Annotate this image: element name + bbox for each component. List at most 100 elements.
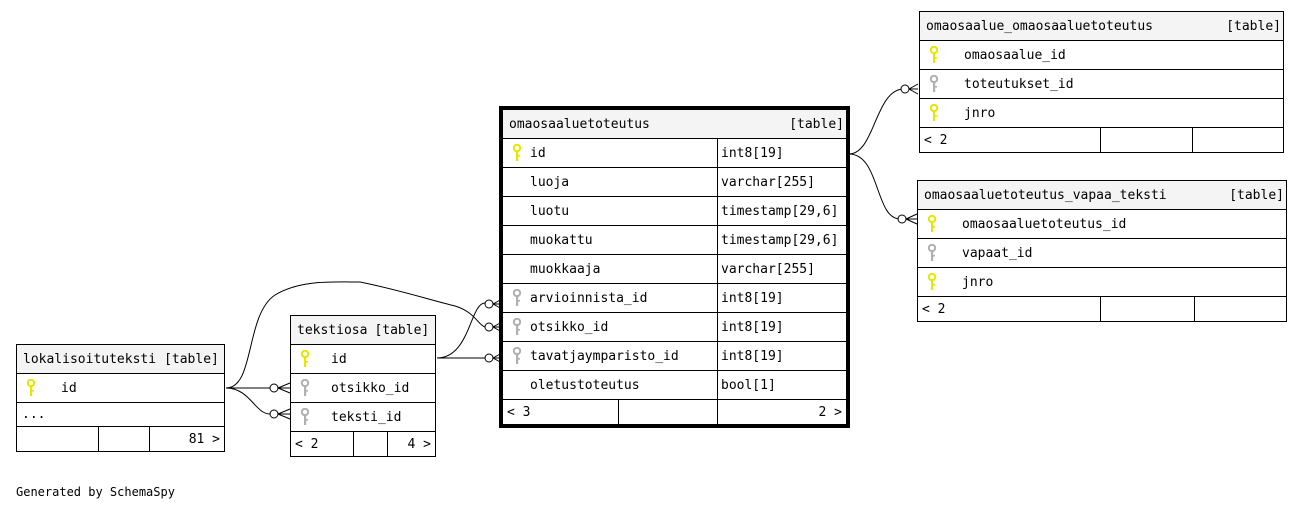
table-kind: [table] <box>789 116 844 132</box>
parents-link[interactable]: < 2 <box>924 132 948 148</box>
column-name: luoja <box>530 174 570 190</box>
foreign-key-icon <box>512 347 522 364</box>
column-row[interactable]: muokattu timestamp[29,6] <box>503 226 846 255</box>
column-row[interactable]: jnro <box>920 99 1283 128</box>
column-row[interactable]: omaosaaluetoteutus_id <box>918 210 1286 239</box>
column-name: tavatjaymparisto_id <box>530 348 679 364</box>
column-type: int8[19] <box>717 139 846 167</box>
column-name: muokattu <box>530 232 593 248</box>
edge-tavatjaymparisto <box>437 352 503 364</box>
column-name: arvioinnista_id <box>530 290 648 306</box>
column-type: varchar[255] <box>717 168 846 196</box>
foreign-key-icon <box>929 75 939 92</box>
column-row[interactable]: luoja varchar[255] <box>503 168 846 197</box>
table-lokalisoituteksti[interactable]: lokalisoituteksti [table] id ... 81 > <box>16 344 225 452</box>
column-name: jnro <box>962 274 994 290</box>
footer-middle <box>98 427 149 451</box>
table-name: tekstiosa <box>297 322 368 338</box>
table-footer: < 2 <box>920 128 1283 152</box>
table-header: omaosaalue_omaosaaluetoteutus [table] <box>920 12 1283 41</box>
table-kind: [table] <box>1226 18 1281 34</box>
column-row[interactable]: oletustoteutus bool[1] <box>503 371 846 400</box>
table-footer: < 2 4 > <box>291 432 435 456</box>
primary-key-icon <box>300 350 310 367</box>
children-link[interactable] <box>1192 128 1283 152</box>
children-link[interactable]: 81 > <box>149 427 224 451</box>
table-kind: [table] <box>164 351 219 367</box>
column-row[interactable]: id int8[19] <box>503 139 846 168</box>
table-kind: [table] <box>1229 187 1284 203</box>
generated-by-label: Generated by SchemaSpy <box>16 485 175 499</box>
foreign-key-icon <box>512 289 522 306</box>
more-columns-row: ... <box>17 403 224 427</box>
column-name: luotu <box>530 203 570 219</box>
parents-link[interactable]: < 3 <box>507 404 531 420</box>
footer-middle <box>618 400 717 424</box>
table-kind: [table] <box>374 322 430 338</box>
column-row[interactable]: arvioinnista_id int8[19] <box>503 284 846 313</box>
column-row[interactable]: otsikko_id int8[19] <box>503 313 846 342</box>
footer-middle <box>353 432 387 456</box>
column-row[interactable]: vapaat_id <box>918 239 1286 268</box>
table-omaosaalue-omaosaaluetoteutus[interactable]: omaosaalue_omaosaaluetoteutus [table] om… <box>919 11 1284 153</box>
column-row[interactable]: jnro <box>918 268 1286 297</box>
children-link[interactable]: 4 > <box>387 432 435 456</box>
primary-key-icon <box>929 104 939 121</box>
column-row[interactable]: omaosaalue_id <box>920 41 1283 70</box>
edge-toteutukset <box>848 83 919 155</box>
column-type: timestamp[29,6] <box>717 226 846 254</box>
edge-vapaa-teksti <box>848 153 918 225</box>
parents-link[interactable] <box>17 427 98 451</box>
parents-link[interactable]: < 2 <box>922 301 946 317</box>
more-columns-ellipsis: ... <box>22 407 46 422</box>
column-row[interactable]: muokkaaja varchar[255] <box>503 255 846 284</box>
column-type: varchar[255] <box>717 255 846 283</box>
edge-tekstiosa-teksti <box>225 387 291 420</box>
table-name: omaosaaluetoteutus <box>509 116 650 132</box>
edge-tekstiosa-otsikko <box>226 382 291 394</box>
table-header: tekstiosa [table] <box>291 316 435 345</box>
parents-link[interactable]: < 2 <box>295 436 319 452</box>
primary-key-icon <box>929 46 939 63</box>
column-name: id <box>530 145 546 161</box>
foreign-key-icon <box>300 408 310 425</box>
table-omaosaaluetoteutus-vapaa-teksti[interactable]: omaosaaluetoteutus_vapaa_teksti [table] … <box>917 180 1287 322</box>
table-name: lokalisoituteksti <box>23 351 157 367</box>
table-name: omaosaalue_omaosaaluetoteutus <box>926 18 1153 34</box>
column-name: teksti_id <box>331 409 402 425</box>
table-header: omaosaaluetoteutus_vapaa_teksti [table] <box>918 181 1286 210</box>
column-type: int8[19] <box>717 284 846 312</box>
column-row[interactable]: tavatjaymparisto_id int8[19] <box>503 342 846 371</box>
foreign-key-icon <box>927 244 937 261</box>
foreign-key-icon <box>512 318 522 335</box>
column-type: int8[19] <box>717 313 846 341</box>
column-name: muokkaaja <box>530 261 601 277</box>
column-type: int8[19] <box>717 342 846 370</box>
table-footer: < 2 <box>918 297 1286 321</box>
column-name: otsikko_id <box>331 380 410 396</box>
primary-key-icon <box>26 379 36 396</box>
column-name: oletustoteutus <box>530 377 640 393</box>
column-name: id <box>331 351 347 367</box>
table-omaosaaluetoteutus[interactable]: omaosaaluetoteutus [table] id int8[19] l… <box>499 106 850 428</box>
column-type: bool[1] <box>717 371 846 399</box>
children-link[interactable] <box>1194 297 1286 321</box>
footer-middle <box>1100 297 1194 321</box>
column-row[interactable]: otsikko_id <box>291 374 435 403</box>
column-name: id <box>61 380 77 396</box>
primary-key-icon <box>927 215 937 232</box>
column-row[interactable]: teksti_id <box>291 403 435 432</box>
column-row[interactable]: id <box>17 374 224 403</box>
column-row[interactable]: luotu timestamp[29,6] <box>503 197 846 226</box>
column-name: jnro <box>964 105 996 121</box>
column-row[interactable]: toteutukset_id <box>920 70 1283 99</box>
table-footer: 81 > <box>17 427 224 451</box>
children-link[interactable]: 2 > <box>717 400 846 424</box>
column-name: omaosaalue_id <box>964 47 1066 63</box>
column-name: toteutukset_id <box>964 76 1074 92</box>
foreign-key-icon <box>300 379 310 396</box>
table-tekstiosa[interactable]: tekstiosa [table] id otsikko_id teksti_i… <box>290 315 436 457</box>
column-row[interactable]: id <box>291 345 435 374</box>
column-name: omaosaaluetoteutus_id <box>962 216 1127 232</box>
footer-middle <box>1100 128 1192 152</box>
